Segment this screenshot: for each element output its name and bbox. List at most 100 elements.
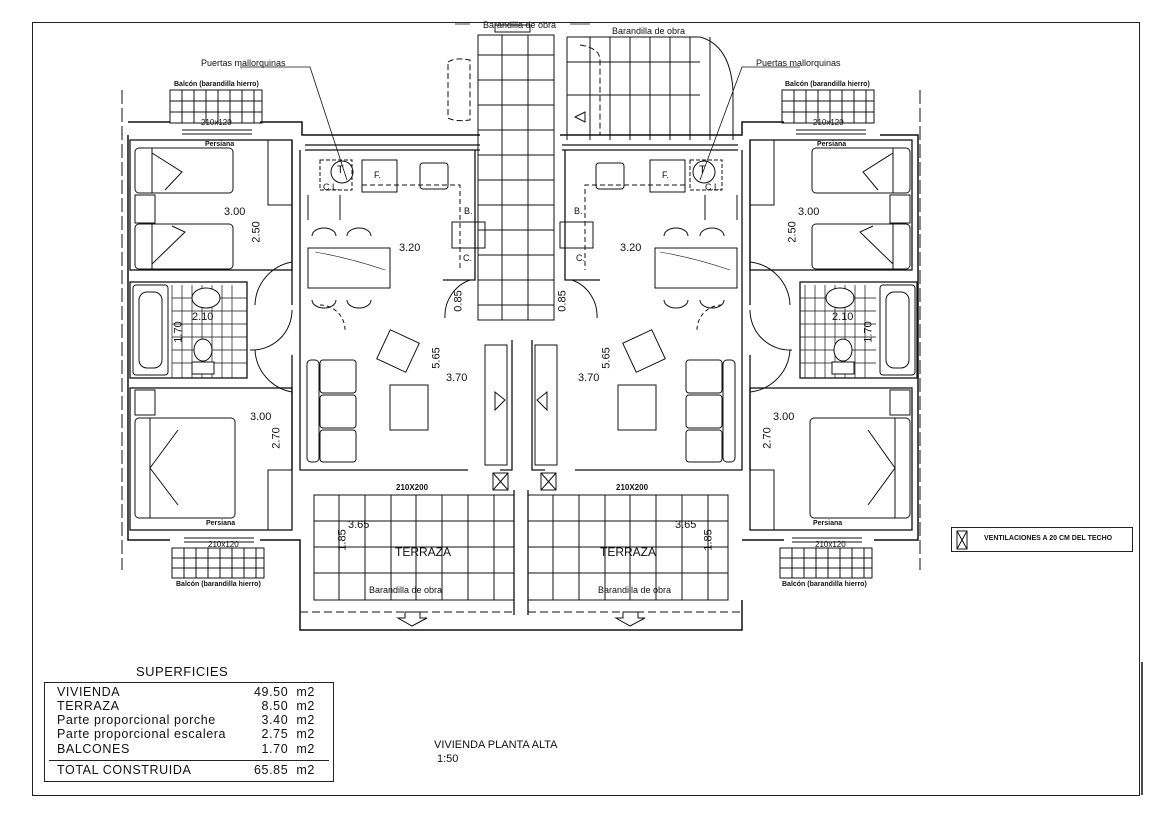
exterior-walls	[121, 90, 921, 631]
row-value: 2.75	[261, 727, 289, 741]
fixture-termo-left: T	[337, 164, 344, 176]
superficies-row: BALCONES 1.70 m2	[57, 742, 315, 756]
fixture-frigorifico-left: F.	[374, 170, 382, 180]
bed-left-top-1	[134, 147, 234, 194]
label-persiana-bottom-right: Persiana	[813, 520, 843, 527]
dim-bathroom-width-left: 2.10	[192, 311, 214, 323]
dim-bedroom-top-depth-left: 2.50	[250, 221, 263, 243]
total-unit: m2	[296, 763, 315, 777]
dim-door-right: 0.85	[556, 290, 569, 312]
label-terraza-right: TERRAZA	[600, 545, 657, 559]
total-label: TOTAL CONSTRUIDA	[57, 763, 192, 777]
balcony-bottom-right	[779, 547, 873, 579]
dim-terrace-width-left: 3.65	[348, 519, 370, 531]
dim-living-width-left: 3.70	[446, 372, 468, 384]
fixture-cl-right: C.L.	[705, 182, 722, 192]
dim-living-depth-left: 5.65	[430, 347, 443, 369]
superficies-row: Parte proporcional porche 3.40 m2	[57, 713, 315, 727]
label-barandilla-obra-terrace-right: Barandilla de obra	[598, 585, 672, 595]
fixture-termo-right: T	[699, 164, 706, 176]
row-label: VIVIENDA	[57, 685, 121, 699]
dim-bedroom-top-depth-right: 2.50	[786, 221, 799, 243]
label-persiana-top-right: Persiana	[817, 141, 847, 148]
label-window-bottom-left: 210x120	[208, 540, 239, 549]
superficies-title: SUPERFICIES	[136, 664, 229, 679]
dim-door-left: 0.85	[452, 290, 465, 312]
label-balcon-bottom-left: Balcón (barandilla hierro)	[176, 581, 261, 588]
bed-left-bottom	[134, 417, 236, 519]
row-value: 3.40	[261, 713, 289, 727]
dim-bedroom-bottom-depth-right: 2.70	[761, 427, 774, 449]
bathroom-left	[132, 284, 247, 378]
bed-right-bottom	[809, 417, 911, 519]
row-value: 49.50	[253, 685, 289, 699]
right-unit-walls	[531, 139, 918, 531]
fixture-b-left: B.	[464, 206, 473, 216]
living-left	[306, 329, 508, 466]
label-window-large-right: 210X200	[616, 483, 649, 492]
row-label: Parte proporcional porche	[57, 713, 216, 727]
superficies-row: VIVIENDA 49.50 m2	[57, 685, 315, 699]
dim-terrace-depth-left: 1.85	[336, 529, 349, 551]
row-unit: m2	[296, 713, 315, 727]
superficies-table: VIVIENDA 49.50 m2 TERRAZA 8.50 m2 Parte …	[44, 682, 334, 782]
row-value: 8.50	[261, 699, 289, 713]
bed-right-top-1	[811, 147, 911, 194]
superficies-total-row: TOTAL CONSTRUIDA 65.85 m2	[57, 763, 315, 777]
dim-kitchen-width-left: 3.20	[399, 242, 421, 254]
dim-bathroom-width-right: 2.10	[832, 311, 854, 323]
balcony-top-right	[781, 89, 875, 124]
bed-right-top-2	[811, 223, 911, 270]
dim-bathroom-depth-left: 1.70	[172, 321, 185, 343]
kitchen-right	[559, 159, 738, 309]
fixture-c-right: C.	[576, 253, 585, 263]
superficies-row: Parte proporcional escalera 2.75 m2	[57, 727, 315, 741]
row-unit: m2	[296, 742, 315, 756]
balcony-bottom-left	[171, 547, 265, 579]
row-label: TERRAZA	[57, 699, 120, 713]
legend-box: VENTILACIONES A 20 CM DEL TECHO	[951, 527, 1133, 552]
dim-bedroom-bottom-width-left: 3.00	[250, 411, 272, 423]
row-unit: m2	[296, 699, 315, 713]
dim-terrace-width-right: 3.65	[675, 519, 697, 531]
superficies-row: TERRAZA 8.50 m2	[57, 699, 315, 713]
kitchen-left	[307, 159, 486, 309]
superficies-divider	[49, 760, 329, 761]
living-right	[534, 329, 736, 466]
balcony-top-left	[169, 89, 263, 124]
bathroom-right	[800, 284, 916, 378]
drawing-frame	[32, 22, 1140, 796]
label-barandilla-obra-top-2: Barandilla de obra	[612, 26, 686, 36]
label-puertas-mallorquinas-right: Puertas mallorquinas	[756, 58, 841, 68]
drawing-scale: 1:50	[437, 753, 459, 765]
label-puertas-mallorquinas-left: Puertas mallorquinas	[201, 58, 286, 68]
row-unit: m2	[296, 727, 315, 741]
dim-bedroom-bottom-width-right: 3.00	[773, 411, 795, 423]
label-balcon-top-right: Balcón (barandilla hierro)	[785, 81, 870, 88]
label-window-top-right: 210x120	[813, 118, 844, 127]
total-value: 65.85	[253, 763, 289, 777]
dim-bedroom-top-width-left: 3.00	[224, 206, 246, 218]
ventilation-x-icon	[956, 530, 968, 550]
label-window-bottom-right: 210x120	[815, 540, 846, 549]
label-barandilla-obra-top-1: Barandilla de obra	[483, 20, 557, 30]
label-persiana-bottom-left: Persiana	[206, 520, 236, 527]
dim-terrace-depth-right: 1.85	[702, 529, 715, 551]
label-terraza-left: TERRAZA	[395, 545, 452, 559]
bed-left-top-2	[134, 223, 234, 270]
dim-living-width-right: 3.70	[578, 372, 600, 384]
label-balcon-bottom-right: Balcón (barandilla hierro)	[782, 581, 867, 588]
fixture-frigorifico-right: F.	[662, 170, 670, 180]
label-balcon-top-left: Balcón (barandilla hierro)	[174, 81, 259, 88]
dim-living-depth-right: 5.65	[600, 347, 613, 369]
label-window-top-left: 210x120	[201, 118, 232, 127]
row-label: Parte proporcional escalera	[57, 727, 227, 741]
dim-bedroom-top-width-right: 3.00	[798, 206, 820, 218]
legend-text: VENTILACIONES A 20 CM DEL TECHO	[984, 535, 1113, 542]
label-persiana-top-left: Persiana	[205, 141, 235, 148]
fixture-cl-left: C.L.	[323, 182, 340, 192]
drawing-title: VIVIENDA PLANTA ALTA	[434, 739, 558, 751]
row-label: BALCONES	[57, 742, 130, 756]
fixture-b-right: B.	[574, 206, 583, 216]
row-unit: m2	[296, 685, 315, 699]
